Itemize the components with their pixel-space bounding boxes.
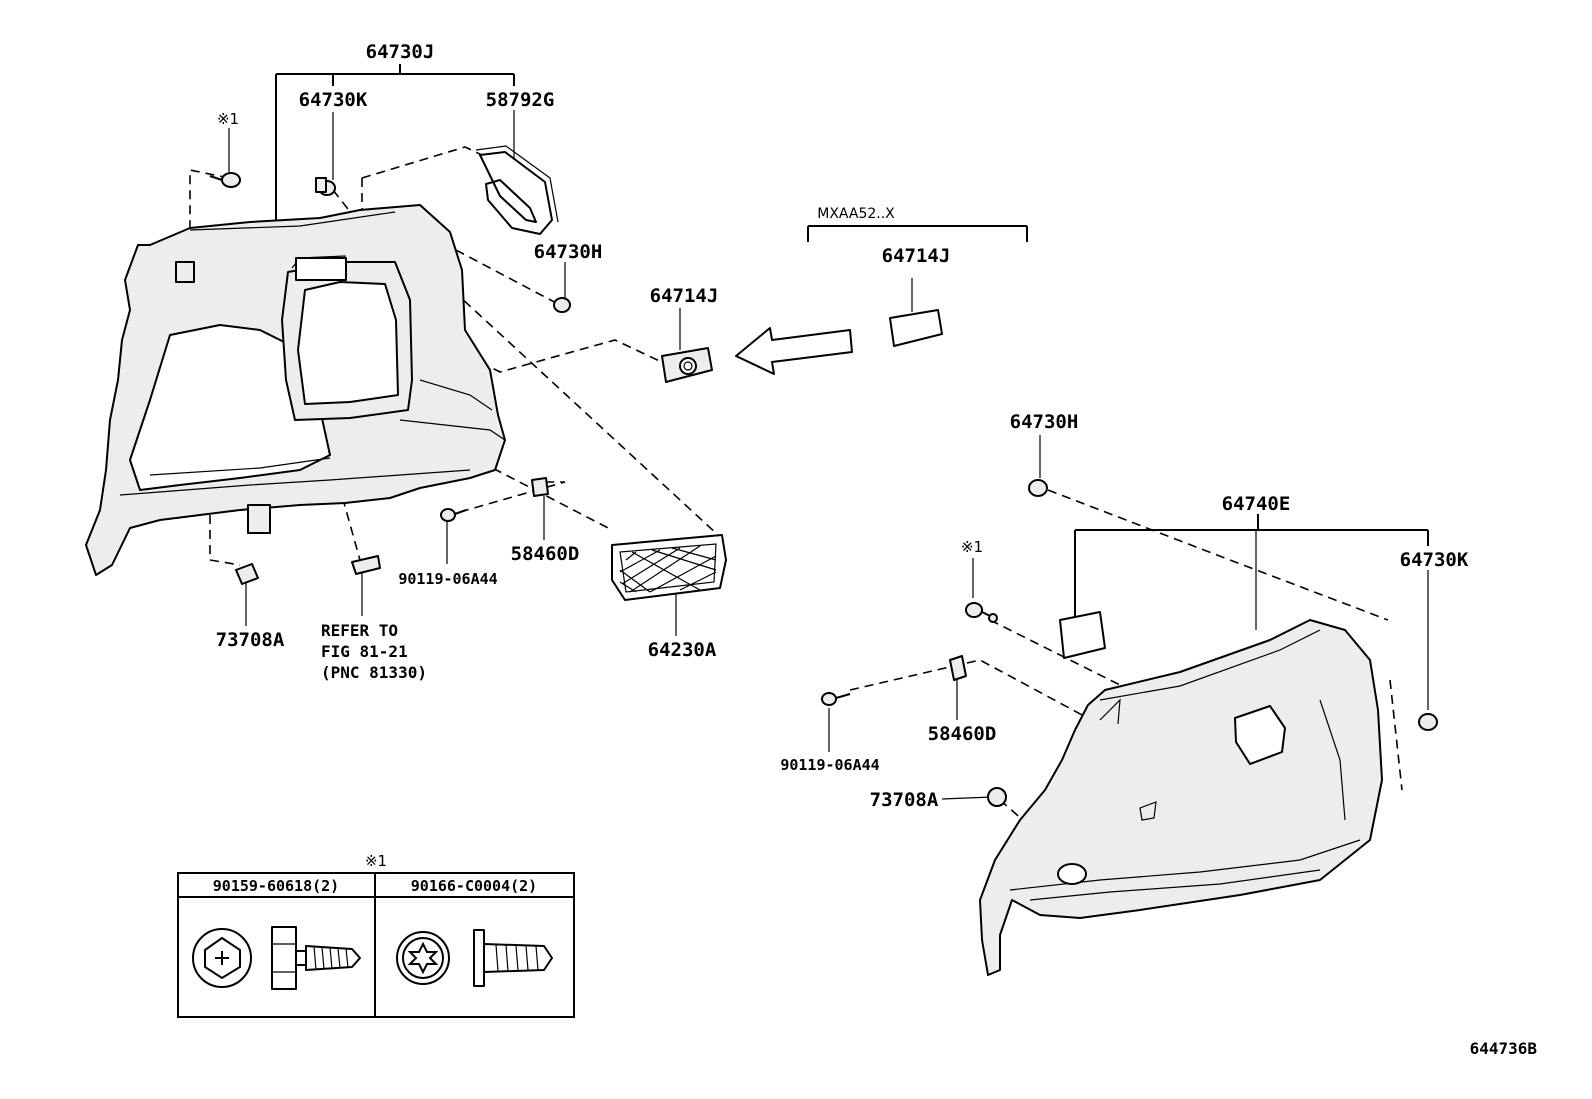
cover-left bbox=[661, 347, 713, 383]
refer-line-1: REFER TO bbox=[321, 621, 398, 640]
label-clip-h-left: 64730H bbox=[534, 241, 603, 263]
variant-bracket bbox=[807, 225, 1028, 347]
quarter-trim-panel-right bbox=[979, 619, 1383, 976]
label-hook-right: 73708A bbox=[870, 789, 939, 811]
label-note-left: ※1 bbox=[217, 110, 239, 128]
label-clip-k-right: 64730K bbox=[1400, 549, 1469, 571]
label-clip-h-right: 64730H bbox=[1010, 411, 1079, 433]
clip-icons-right bbox=[821, 479, 1438, 807]
label-hook-left: 73708A bbox=[216, 629, 285, 651]
seal-part bbox=[475, 145, 559, 235]
refer-line-3: (PNC 81330) bbox=[321, 663, 427, 682]
label-assy-top: 64730J bbox=[366, 41, 435, 63]
note-table bbox=[177, 872, 575, 1018]
note-table-col1: 90159-60618(2) bbox=[213, 877, 339, 895]
label-model-code: MXAA52..X bbox=[817, 206, 895, 222]
label-cover-variant: 64714J bbox=[882, 245, 951, 267]
direction-arrow bbox=[735, 327, 853, 375]
clip-icons-left bbox=[209, 172, 571, 585]
label-bolt-left: 90119-06A44 bbox=[398, 570, 497, 588]
label-bracket-left: 58460D bbox=[511, 543, 580, 565]
storage-net bbox=[611, 534, 727, 601]
torx-bolt-icon bbox=[396, 929, 553, 987]
label-clip-k-left: 64730K bbox=[299, 89, 368, 111]
label-assy-right: 64740E bbox=[1222, 493, 1291, 515]
note-table-title: ※1 bbox=[365, 852, 387, 870]
label-cover-left: 64714J bbox=[650, 285, 719, 307]
label-bracket-right: 58460D bbox=[928, 723, 997, 745]
assy-bracket-right bbox=[828, 435, 1429, 800]
note-table-col2: 90166-C0004(2) bbox=[411, 877, 537, 895]
label-net: 64230A bbox=[648, 639, 717, 661]
leaders-left bbox=[228, 110, 913, 636]
quarter-trim-panel-left bbox=[85, 204, 506, 576]
flange-bolt-icon bbox=[192, 926, 361, 990]
label-bolt-right: 90119-06A44 bbox=[780, 756, 879, 774]
drawing-number: 644736B bbox=[1470, 1039, 1538, 1058]
refer-line-2: FIG 81-21 bbox=[321, 642, 408, 661]
label-seal: 58792G bbox=[486, 89, 555, 111]
label-note-right: ※1 bbox=[961, 538, 983, 556]
assy-bracket-top bbox=[275, 64, 515, 222]
